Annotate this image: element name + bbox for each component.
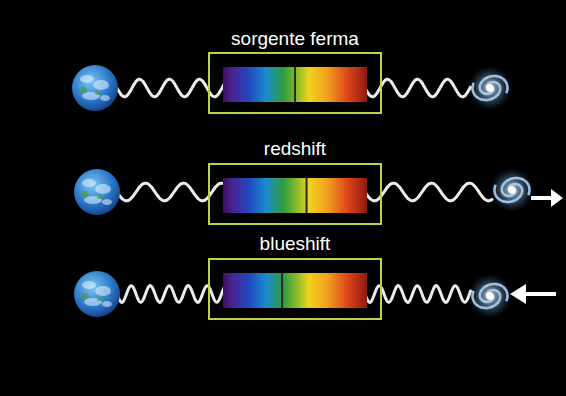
arrow-head: [510, 284, 526, 304]
absorption-line: [281, 273, 283, 308]
earth-icon: [74, 271, 120, 317]
row-illustration: [74, 162, 563, 218]
row-illustration: [72, 60, 518, 116]
spectrum-label: redshift: [204, 138, 386, 160]
light-wave: [365, 183, 493, 201]
absorption-line: [294, 67, 296, 102]
spectrum-strip: [210, 260, 380, 318]
spectrum-frame: [208, 52, 382, 114]
earth-icon: [72, 65, 118, 111]
spectrum-label: sorgente ferma: [204, 28, 386, 50]
spectrum-strip: [210, 165, 380, 223]
spectrum-box: redshift: [204, 138, 386, 160]
earth-icon: [74, 169, 120, 215]
spectrum-box: sorgente ferma: [204, 28, 386, 50]
galaxy-icon: [462, 60, 518, 116]
row-illustration: [74, 268, 556, 324]
motion-arrow: [525, 292, 556, 296]
arrow-head: [551, 189, 563, 207]
galaxy-icon: [484, 162, 540, 218]
motion-arrow: [531, 196, 552, 200]
spectrum-strip: [210, 54, 380, 112]
spectrum-frame: [208, 258, 382, 320]
spectrum-label: blueshift: [204, 233, 386, 255]
galaxy-icon: [462, 268, 518, 324]
spectrum-box: blueshift: [204, 233, 386, 255]
absorption-line: [306, 178, 308, 213]
spectrum-frame: [208, 163, 382, 225]
